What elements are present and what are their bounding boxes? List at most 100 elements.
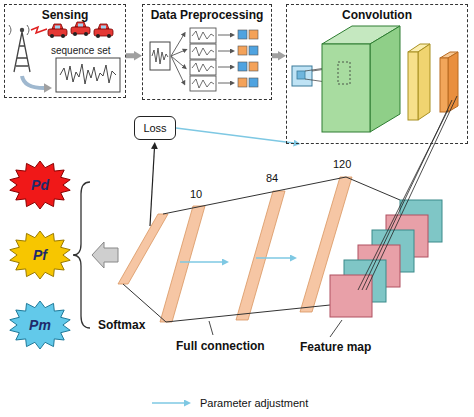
- conv-block-green: [322, 26, 400, 132]
- conv-to-feature-lines: [358, 96, 457, 290]
- conv-block-orange: [448, 52, 458, 112]
- softmax-to-loss-arrow: [150, 149, 154, 226]
- input-patch: [292, 66, 312, 86]
- legend-item: Parameter adjustment: [150, 396, 308, 410]
- preprocess-input: [152, 48, 168, 64]
- fc-flow-arrows: [180, 261, 222, 262]
- flow-arrow: [126, 53, 134, 58]
- panel-note: sequence set: [51, 45, 111, 57]
- preprocess-input: [150, 42, 170, 70]
- car-icons: [96, 34, 100, 38]
- panel-title: Data Preprocessing: [151, 8, 264, 22]
- output-arrow: [92, 242, 118, 268]
- preprocessing-panel: Data Preprocessing: [142, 4, 272, 100]
- fc-flow-arrows: [180, 258, 290, 262]
- car-icons: [78, 24, 83, 27]
- conv-block-green: [322, 44, 370, 132]
- car-icons: [98, 24, 109, 29]
- car-icons: [75, 22, 86, 27]
- preprocess-input: [150, 42, 170, 70]
- layer-label: Feature map: [300, 340, 371, 354]
- feature-squares: [238, 30, 258, 87]
- car-icons: [101, 26, 106, 29]
- car-icons: [84, 32, 88, 36]
- feature-squares: [249, 62, 258, 71]
- legend-line: [152, 402, 184, 404]
- feature-squares: [249, 30, 258, 39]
- base-station-tower: [9, 25, 30, 72]
- fc-envelope-top: [163, 177, 400, 214]
- metric-label: Pm: [29, 317, 51, 333]
- feature-squares: [238, 62, 247, 71]
- fc-layer-bands: [236, 191, 285, 320]
- conv-block-yellow: [408, 44, 430, 120]
- fan-arrows: [171, 56, 183, 66]
- output-starburst: Pd: [8, 160, 72, 210]
- output-starburst: Pm: [8, 300, 72, 350]
- input-patch: [292, 66, 312, 86]
- conv-block-green: [370, 26, 400, 132]
- signal-plot: [60, 64, 116, 84]
- input-patch: [297, 71, 305, 79]
- legend-swatch: [150, 396, 194, 410]
- fc-flow-arrows: [256, 257, 290, 258]
- feature-squares: [249, 46, 258, 55]
- fc-layer-bands: [118, 177, 352, 322]
- panel-title: Convolution: [342, 8, 412, 22]
- card-arrows: [218, 35, 230, 83]
- conv-block-green: [338, 62, 350, 84]
- layer-label: Full connection: [176, 339, 265, 353]
- segment-cards: [190, 76, 216, 91]
- conv-block-yellow: [418, 44, 430, 120]
- fc-layer-bands: [118, 214, 168, 284]
- leader-line: [209, 321, 213, 335]
- layer-size: 120: [333, 157, 351, 171]
- box-label: Loss: [143, 122, 166, 134]
- convolution-panel: Convolution: [286, 4, 468, 144]
- fan-arrows: [171, 36, 183, 81]
- metric-label: Pd: [31, 177, 49, 193]
- starburst-outline: [10, 161, 70, 209]
- fan-arrows: [171, 56, 183, 81]
- feature-squares: [238, 78, 247, 87]
- fc-envelope-bottom: [123, 284, 330, 322]
- car-icons: [48, 22, 113, 38]
- fan-arrows: [171, 36, 183, 56]
- segment-cards: [190, 28, 216, 43]
- car-icons: [52, 24, 63, 29]
- conv-block-yellow: [408, 52, 418, 120]
- card-arrows: [218, 51, 230, 52]
- conv-block-orange: [440, 58, 448, 112]
- panel-title: Sensing: [42, 8, 89, 22]
- signal-zigzag: [31, 27, 47, 33]
- segment-cards: [192, 79, 214, 88]
- bent-arrow: [22, 76, 44, 88]
- segment-cards: [190, 44, 216, 59]
- legend: Parameter adjustment: [150, 396, 308, 410]
- segment-cards: [190, 28, 216, 91]
- car-icons: [55, 26, 60, 29]
- layer-size: 10: [190, 187, 202, 201]
- car-icons: [71, 22, 90, 36]
- feature-squares: [238, 30, 247, 39]
- car-icons: [73, 32, 77, 36]
- card-arrows: [218, 83, 230, 84]
- fan-arrows: [171, 51, 183, 56]
- flow-arrow: [176, 128, 294, 143]
- signal-plot: [56, 58, 120, 92]
- feature-map-stack: [330, 200, 442, 317]
- loss-box: Loss: [134, 116, 176, 140]
- base-station-tower: [9, 25, 29, 35]
- segment-cards: [192, 47, 214, 56]
- leader-line: [330, 320, 342, 337]
- feature-squares: [249, 78, 258, 87]
- card-arrows: [218, 35, 230, 36]
- car-icons: [61, 34, 65, 38]
- flow-arrow: [272, 53, 278, 58]
- car-icons: [50, 34, 54, 38]
- conv-block-orange: [440, 52, 458, 112]
- base-station-tower: [14, 32, 30, 72]
- segment-cards: [192, 31, 214, 40]
